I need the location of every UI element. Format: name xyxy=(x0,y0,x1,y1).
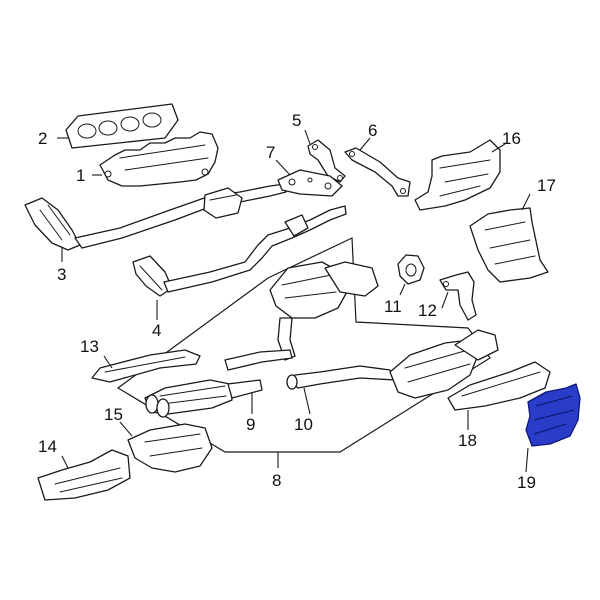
part-17-heat-shield xyxy=(469,207,549,283)
part-1-manifold xyxy=(99,131,219,187)
callout-8[interactable]: 8 xyxy=(272,471,281,490)
part-12-bracket xyxy=(439,271,477,321)
callout-14[interactable]: 14 xyxy=(38,437,57,456)
part-14-heat-shield xyxy=(37,449,131,501)
callout-6[interactable]: 6 xyxy=(368,121,377,140)
leader-lines xyxy=(57,129,531,473)
part-9-front-pipe xyxy=(144,349,293,418)
part-18-heat-shield xyxy=(447,361,551,411)
part-5-bracket xyxy=(307,139,346,183)
part-11-hanger xyxy=(397,254,425,285)
callout-3[interactable]: 3 xyxy=(57,265,66,284)
part-13-heat-shield xyxy=(91,349,201,383)
callout-5[interactable]: 5 xyxy=(292,111,301,130)
part-15-heat-shield xyxy=(127,423,213,473)
part-19-heat-shield-highlighted[interactable] xyxy=(525,383,581,447)
callout-2[interactable]: 2 xyxy=(38,129,47,148)
callout-12[interactable]: 12 xyxy=(418,301,437,320)
part-16-heat-shield xyxy=(414,139,501,211)
callout-4[interactable]: 4 xyxy=(152,321,161,340)
callout-11[interactable]: 11 xyxy=(384,297,402,316)
callout-labels: 2 1 3 4 5 6 7 16 17 11 12 13 9 10 15 18 … xyxy=(38,111,556,492)
callout-1[interactable]: 1 xyxy=(76,166,85,185)
callout-10[interactable]: 10 xyxy=(294,415,313,434)
callout-19[interactable]: 19 xyxy=(517,473,536,492)
callout-13[interactable]: 13 xyxy=(80,337,99,356)
callout-17[interactable]: 17 xyxy=(537,176,556,195)
part-3-catalytic-converter xyxy=(24,183,287,251)
callout-15[interactable]: 15 xyxy=(104,405,123,424)
callout-16[interactable]: 16 xyxy=(502,129,521,148)
part-2-gasket xyxy=(65,103,179,149)
callout-7[interactable]: 7 xyxy=(266,143,275,162)
part-6-bracket xyxy=(344,147,411,197)
part-4-catalytic-converter xyxy=(132,205,347,297)
part-10-rear-pipe xyxy=(286,329,499,399)
part-8-muffler-assembly xyxy=(269,261,379,361)
callout-18[interactable]: 18 xyxy=(458,431,477,450)
part-7-mount xyxy=(277,169,343,197)
callout-9[interactable]: 9 xyxy=(246,415,255,434)
